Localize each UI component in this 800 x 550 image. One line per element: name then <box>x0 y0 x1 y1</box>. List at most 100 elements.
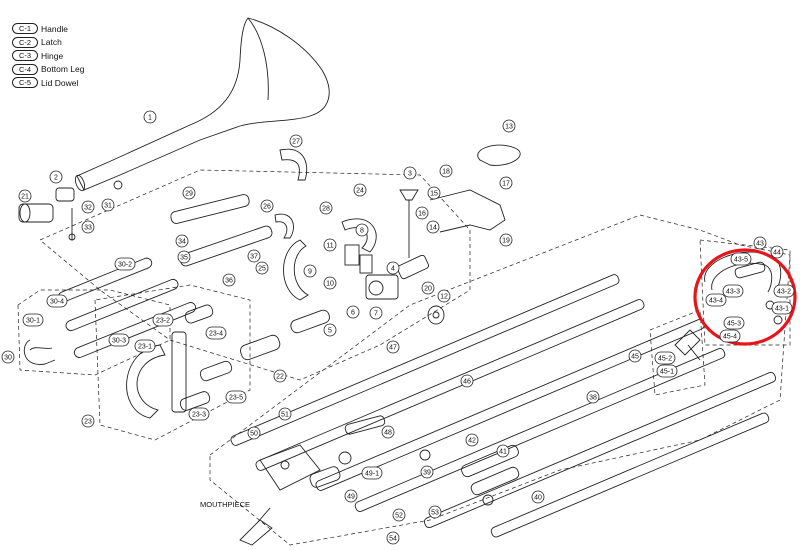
slide-tubes-left <box>23 194 330 365</box>
part-callout: 50 <box>247 426 261 440</box>
part-callout: 30-3 <box>108 333 130 347</box>
part-callout: 49 <box>344 489 358 503</box>
part-number: 16 <box>418 211 426 218</box>
slide-crook-right <box>674 251 783 361</box>
legend-code: C-3 <box>12 50 38 61</box>
part-number: 23-1 <box>138 344 152 351</box>
part-callout: 49-1 <box>361 466 383 480</box>
part-callout-bubble <box>771 301 793 315</box>
part-number: 46 <box>463 379 471 386</box>
part-callout-bubble <box>22 313 44 327</box>
part-callout: 18 <box>439 164 453 178</box>
part-callout-bubble <box>1 350 15 364</box>
part-number: 47 <box>389 345 397 352</box>
part-number: 45-2 <box>658 356 672 363</box>
part-callout: 22 <box>273 369 287 383</box>
part-number: 49 <box>347 494 355 501</box>
part-callout-bubble <box>499 176 513 190</box>
part-callout: 10 <box>323 276 337 290</box>
part-callout: 5 <box>323 323 337 337</box>
part-number: 7 <box>374 311 378 318</box>
part-callout-bubble <box>654 351 676 365</box>
part-callout-bubble <box>134 339 156 353</box>
part-callout-bubble <box>770 245 784 259</box>
part-callout-bubble <box>723 316 745 330</box>
part-number: 38 <box>589 395 597 402</box>
part-number: 43-4 <box>709 298 723 305</box>
part-callout-bubble <box>753 236 767 250</box>
part-callout: 11 <box>323 238 337 252</box>
part-callout: 23 <box>81 414 95 428</box>
part-callout-bubble <box>289 134 303 148</box>
part-number: 42 <box>468 438 476 445</box>
part-callout: 40 <box>531 490 545 504</box>
part-number: 10 <box>326 281 334 288</box>
part-number: 43-2 <box>777 289 791 296</box>
part-callout-bubble <box>18 189 32 203</box>
part-callout-bubble <box>403 166 417 180</box>
part-callout-bubble <box>114 257 136 271</box>
part-number: 8 <box>360 228 364 235</box>
part-number: 29 <box>185 191 193 198</box>
part-callout-bubble <box>143 110 157 124</box>
part-callout: 23-4 <box>205 326 227 340</box>
part-number: 51 <box>281 412 289 419</box>
part-callout-bubble <box>386 531 400 545</box>
part-callout: 24 <box>353 183 367 197</box>
outer-slide-tubes <box>230 274 777 538</box>
part-number: 40 <box>534 495 542 502</box>
part-callout: 30-1 <box>22 313 44 327</box>
part-callout: 28 <box>319 201 333 215</box>
part-callout: 43-1 <box>771 301 793 315</box>
part-number: 35 <box>180 255 188 262</box>
part-callout: 42 <box>465 433 479 447</box>
part-callout: 1 <box>143 110 157 124</box>
part-callout: 45-3 <box>723 316 745 330</box>
part-callout-bubble <box>255 261 269 275</box>
part-callout: 30-2 <box>114 257 136 271</box>
part-number: 32 <box>84 205 92 212</box>
part-number: 45 <box>631 354 639 361</box>
part-callout: 43-3 <box>722 284 744 298</box>
part-callout: 43 <box>753 236 767 250</box>
part-callout: 54 <box>386 531 400 545</box>
part-number: 54 <box>389 536 397 543</box>
part-number: 12 <box>440 294 448 301</box>
part-callout-bubble <box>355 223 369 237</box>
legend-code: C-2 <box>12 36 38 48</box>
part-callout-bubble <box>420 465 434 479</box>
part-callout: 46 <box>460 374 474 388</box>
part-callout: 15 <box>427 186 441 200</box>
part-number: 13 <box>505 124 513 131</box>
part-callout: 23-1 <box>134 339 156 353</box>
part-callout: 21 <box>18 189 32 203</box>
part-number: 15 <box>430 191 438 198</box>
part-callout-bubble <box>323 323 337 337</box>
part-number: 1 <box>148 115 152 122</box>
part-callout-bubble <box>81 220 95 234</box>
part-callout: 39 <box>420 465 434 479</box>
part-callout: 44 <box>770 245 784 259</box>
part-callout: 26 <box>260 199 274 213</box>
part-number: 2 <box>54 175 58 182</box>
part-callout: 13 <box>502 119 516 133</box>
part-callout-bubble <box>465 433 479 447</box>
mouthpiece-area <box>239 444 352 546</box>
part-callout: 34 <box>175 234 189 248</box>
tube-cylinders-left <box>18 187 76 241</box>
part-callout: 43-4 <box>705 293 727 307</box>
part-callout-bubble <box>344 489 358 503</box>
part-number: 30-2 <box>118 262 132 269</box>
part-callout-bubble <box>392 508 406 522</box>
part-callout-bubble <box>260 199 274 213</box>
part-number: 18 <box>442 169 450 176</box>
part-callout-bubble <box>205 326 227 340</box>
part-callout-bubble <box>499 233 513 247</box>
part-callout-bubble <box>175 234 189 248</box>
part-callout-bubble <box>722 284 744 298</box>
